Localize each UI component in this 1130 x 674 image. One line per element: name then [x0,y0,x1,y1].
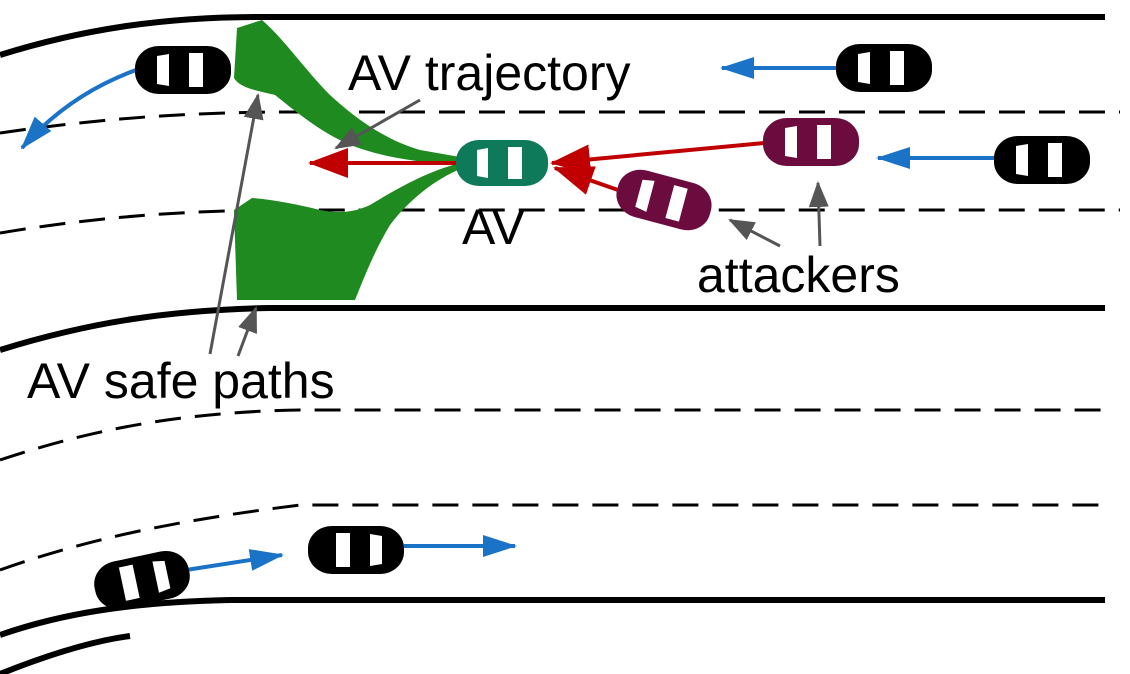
car-icon [94,550,190,610]
lane-marking-2 [0,208,1120,235]
attacker-car-icon [763,118,859,166]
pointer-safe-path-upper [208,93,264,355]
traffic-arrow-bottom-left [185,549,284,572]
road-edge-bottom-upper [0,597,1105,638]
lane-marking-1 [0,110,1120,135]
traffic-arrows [20,57,1000,572]
safe-paths-region [234,20,460,300]
pointer-attacker-2 [728,218,781,248]
attacker-arrow-1 [550,141,765,175]
traffic-arrow-top-left [20,68,137,150]
pointer-av-trajectory [334,98,421,150]
label-av-safe-paths: AV safe paths [27,353,335,409]
lane-marking-3 [0,408,1110,462]
car-icon [836,44,932,92]
car-icon [135,46,231,94]
label-av-trajectory: AV trajectory [348,45,631,101]
road-edge-top [0,14,1105,58]
lane-markings [0,110,1120,572]
road-edge-middle [0,305,1105,353]
pointer-safe-path-lower [236,306,258,357]
road-edge-bottom-lower [0,633,131,674]
safe-path-upper [234,20,460,165]
attacker-arrow-2 [553,166,619,195]
attack-arrows [308,141,765,195]
attacker-car-icon [616,169,712,231]
pointer-arrows [208,93,829,357]
label-av: AV [462,199,526,255]
label-attackers: attackers [697,247,900,303]
car-icon [308,526,404,574]
pointer-attacker-1 [808,181,829,247]
car-icon [994,136,1090,184]
safe-path-lower [234,163,460,300]
av-car-icon [456,140,548,186]
